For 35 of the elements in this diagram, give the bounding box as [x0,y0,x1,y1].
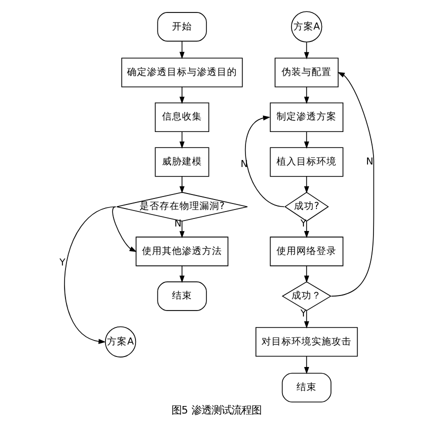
node-box: 伪装与配置 [274,58,338,88]
node-box: 开始 [156,12,206,42]
arrow [179,86,184,104]
arrow [304,310,309,328]
node-circle: 方案A [104,326,136,358]
arrow [304,356,309,374]
arrow [304,265,309,283]
arrow [304,220,309,238]
arrow [179,131,184,149]
arrow [330,72,374,297]
edge-label: Y [58,258,65,269]
caption: 图5 渗透测试流程图 [171,404,261,417]
arrow [304,131,309,149]
node-box: 结束 [156,281,206,311]
arrow [179,176,184,194]
arrow [304,86,309,104]
arrow [304,176,309,194]
node-box: 使用其他渗透方法 [135,236,228,266]
node-box: 结束 [281,372,331,402]
arrow [179,220,184,238]
node-circle: 方案A [290,11,322,42]
arrow [64,206,116,344]
arrow [179,265,184,283]
arrow [179,40,184,60]
node-box: 植入目标环境 [269,147,343,177]
node-box: 信息收集 [154,102,209,132]
node-box: 使用网络登录 [269,236,343,266]
arrow [112,206,136,252]
node-box: 威胁建模 [154,147,209,177]
edge-label: N [366,156,373,168]
node-box: 对目标环境实施攻击 [255,327,358,357]
arrow [244,115,284,208]
node-box: 确定渗透目标与渗透目的 [120,58,242,88]
node-box: 制定渗透方案 [269,102,343,132]
arrow [304,42,309,60]
